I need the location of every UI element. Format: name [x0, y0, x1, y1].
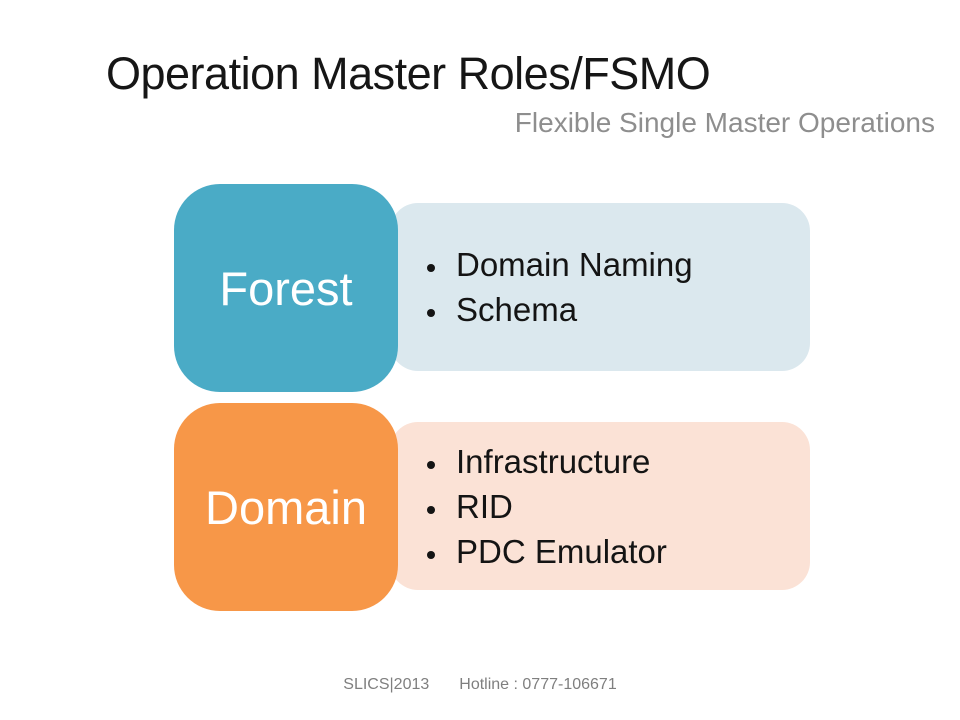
footer-hotline: Hotline : 0777-106671	[459, 676, 617, 693]
domain-items-list: Infrastructure RID PDC Emulator	[390, 439, 810, 574]
footer-brand: SLICS|2013	[343, 676, 430, 693]
forest-items-panel: Domain Naming Schema	[390, 203, 810, 371]
list-item: PDC Emulator	[450, 529, 810, 574]
list-item: Infrastructure	[450, 439, 810, 484]
forest-role-box: Forest	[174, 184, 398, 392]
domain-role-box: Domain	[174, 403, 398, 611]
domain-role-label: Domain	[205, 480, 367, 534]
list-item: RID	[450, 484, 810, 529]
slide-title: Operation Master Roles/FSMO	[106, 48, 711, 99]
list-item: Domain Naming	[450, 242, 810, 287]
slide-footer: SLICS|2013 Hotline : 0777-106671	[0, 676, 960, 694]
forest-items-list: Domain Naming Schema	[390, 242, 810, 332]
domain-items-panel: Infrastructure RID PDC Emulator	[390, 422, 810, 590]
list-item: Schema	[450, 287, 810, 332]
forest-role-label: Forest	[219, 261, 353, 315]
slide-subtitle: Flexible Single Master Operations	[514, 107, 935, 138]
